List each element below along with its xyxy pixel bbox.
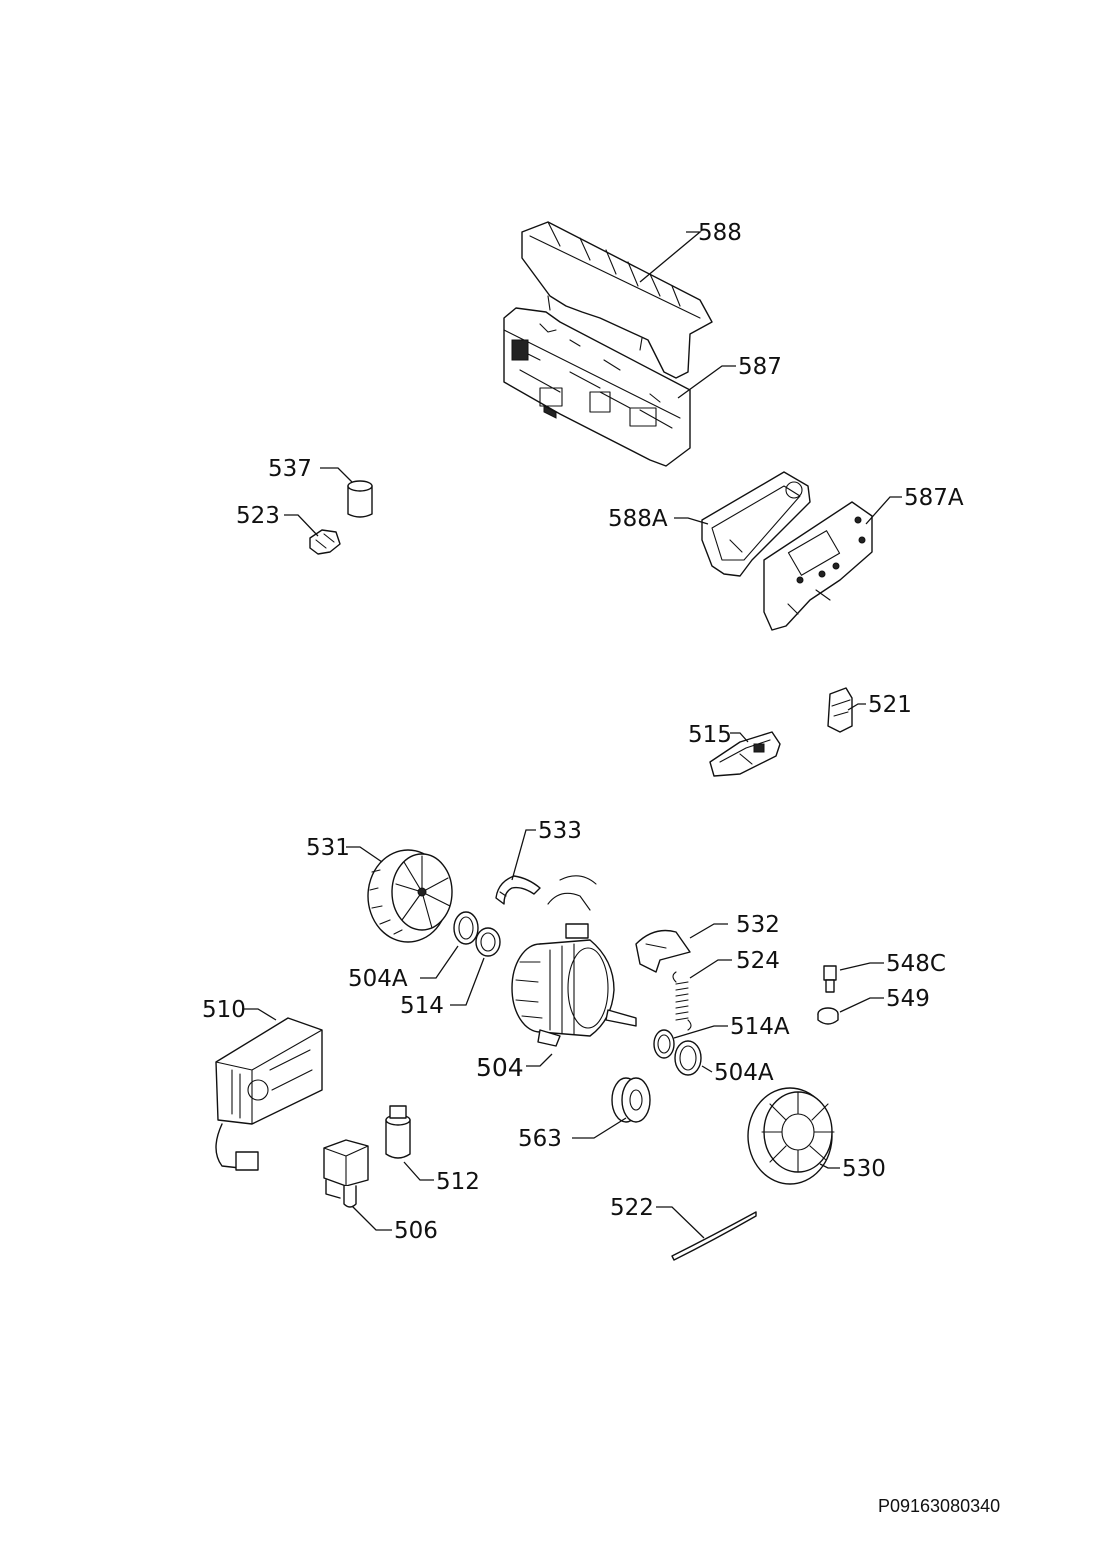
part-563-pulley <box>611 1077 651 1123</box>
part-588A-frame <box>701 471 811 577</box>
callout-504: 504 <box>476 1053 524 1082</box>
part-530-fan <box>747 1087 835 1185</box>
part-510-housing <box>215 1017 323 1171</box>
callout-512: 512 <box>436 1169 480 1195</box>
callout-524: 524 <box>736 948 780 974</box>
part-514-ring-left <box>475 927 501 957</box>
part-504A-ring-left <box>453 911 479 945</box>
callout-563: 563 <box>518 1126 562 1152</box>
part-504-motor <box>511 875 637 1047</box>
callout-532: 532 <box>736 912 780 938</box>
part-532-cover <box>635 929 691 973</box>
part-531-fan <box>367 849 453 943</box>
part-515-bracket <box>709 731 781 777</box>
callout-515: 515 <box>688 722 732 748</box>
part-514A-ring-right <box>653 1029 675 1059</box>
callout-548C: 548C <box>886 951 946 977</box>
callout-510: 510 <box>202 997 246 1023</box>
callout-523: 523 <box>236 503 280 529</box>
callout-588: 588 <box>698 220 742 246</box>
part-549-grommet <box>817 1007 839 1025</box>
callout-530: 530 <box>842 1156 886 1182</box>
leader-lines <box>242 231 902 1239</box>
callout-588A: 588A <box>608 506 668 532</box>
part-587-electronic-box <box>503 307 691 467</box>
callout-521: 521 <box>868 692 912 718</box>
callout-533: 533 <box>538 818 582 844</box>
callout-531: 531 <box>306 835 350 861</box>
part-537-capacitor <box>347 480 373 518</box>
part-587A-board <box>763 501 873 631</box>
part-548C-sensor <box>823 965 837 993</box>
callout-537: 537 <box>268 456 312 482</box>
callout-587: 587 <box>738 354 782 380</box>
part-504A-ring-right <box>674 1040 702 1076</box>
callout-514-left: 514 <box>400 993 444 1019</box>
part-524-spring <box>672 971 692 1031</box>
callout-506: 506 <box>394 1218 438 1244</box>
part-588-cover <box>521 221 713 379</box>
part-522-strip <box>671 1211 757 1261</box>
callout-514A: 514A <box>730 1014 790 1040</box>
callout-549: 549 <box>886 986 930 1012</box>
part-521-switch <box>827 687 853 733</box>
callout-labels: 588 587 537 523 588A 587A 521 515 533 53… <box>202 220 964 1244</box>
part-533-bracket <box>495 875 541 905</box>
callout-504A-right: 504A <box>714 1060 774 1086</box>
part-512-capacitor <box>385 1105 411 1159</box>
drawing-id: P09163080340 <box>878 1496 1001 1516</box>
callout-522: 522 <box>610 1195 654 1221</box>
callout-504A-left: 504A <box>348 966 408 992</box>
callout-587A: 587A <box>904 485 964 511</box>
part-523-clip <box>309 529 341 555</box>
part-506-valve <box>323 1139 369 1208</box>
